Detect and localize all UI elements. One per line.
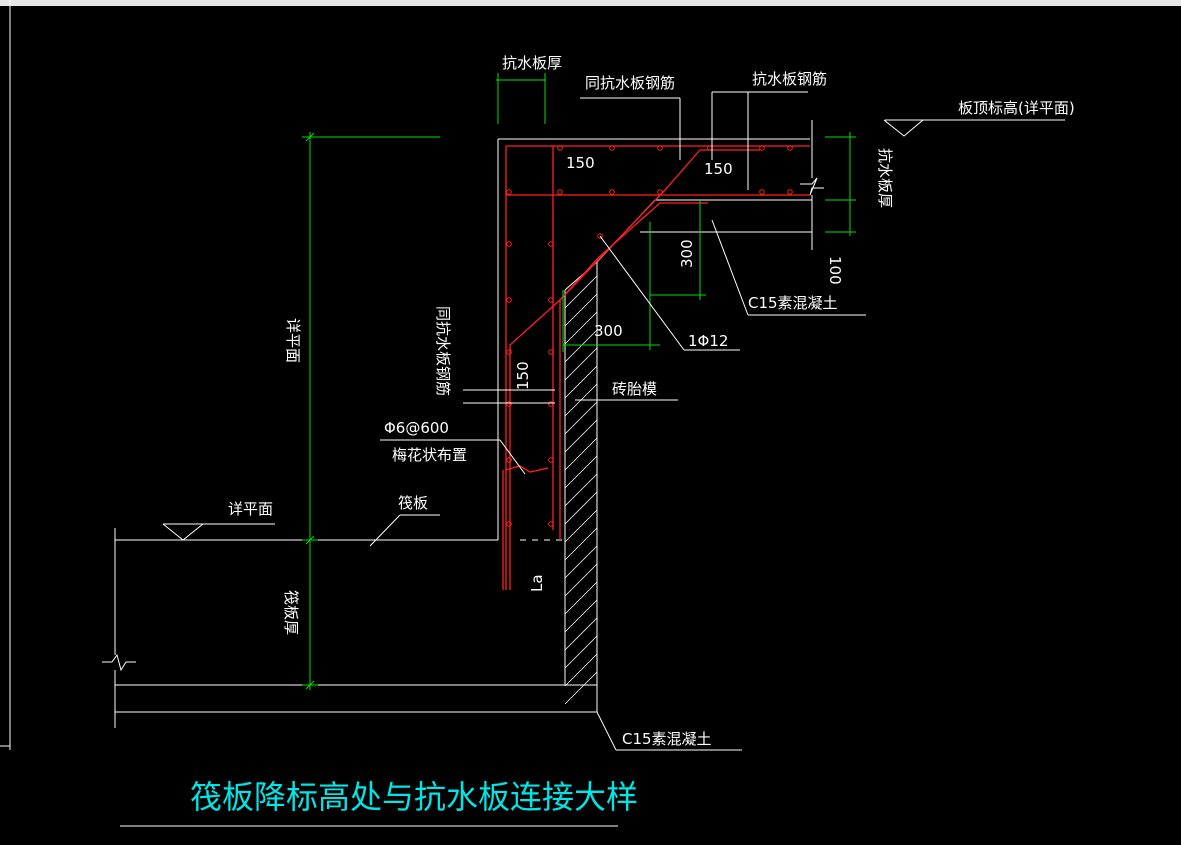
hatch-line	[564, 365, 598, 399]
hatch-line	[564, 635, 598, 669]
raft-label: 筏板	[398, 494, 428, 512]
rebar-dot	[506, 297, 512, 303]
hatch-line	[564, 491, 598, 525]
dim-150-a-label: 150	[566, 154, 595, 172]
rebar-dot	[548, 241, 554, 247]
slab-top-elevation-label: 板顶标高(详平面)	[958, 99, 1075, 117]
hatch-line	[564, 311, 598, 345]
rebar-dot	[548, 457, 554, 463]
drawing-title: 筏板降标高处与抗水板连接大样	[190, 778, 638, 816]
hatch-line	[564, 509, 598, 543]
concrete-outline	[102, 120, 824, 728]
hatch-line	[564, 401, 598, 435]
kangshui-rebar-label: 抗水板钢筋	[752, 70, 827, 88]
rebar-dot	[609, 189, 615, 195]
rebar-dot	[609, 145, 615, 151]
rebar-1phi12-label: 1Φ12	[688, 332, 728, 350]
rebar-dot	[597, 233, 603, 239]
hatch-line	[564, 293, 598, 327]
detail-plan-left-label: 详平面	[228, 500, 273, 518]
window-top-edge	[0, 0, 1181, 6]
hatch-line	[564, 419, 598, 453]
rebar-lines	[502, 145, 810, 590]
hatch-line	[564, 437, 598, 471]
brick-mold-hatch	[564, 275, 598, 705]
hatch-line	[564, 347, 598, 381]
hatch-line	[564, 473, 598, 507]
kangshui-thick-right-label: 抗水板厚	[876, 148, 894, 208]
text-labels: 抗水板厚 同抗水板钢筋 抗水板钢筋 板顶标高(详平面) 抗水板厚 100 150…	[190, 54, 1075, 816]
c15-upper-label: C15素混凝土	[748, 294, 838, 312]
rebar-dot	[548, 401, 554, 407]
anchor-la-label: La	[528, 574, 546, 592]
rebar-dot	[657, 145, 663, 151]
same-rebar-left-label: 同抗水板钢筋	[434, 306, 452, 396]
leader-lines	[0, 0, 1065, 827]
raft-thickness-label: 筏板厚	[282, 590, 300, 635]
hatch-line	[564, 545, 598, 579]
hatch-line	[564, 599, 598, 633]
hatch-line	[564, 617, 598, 651]
rebar-dot	[506, 189, 512, 195]
rebar-dot	[506, 241, 512, 247]
dim-100-label: 100	[826, 256, 844, 285]
dim-150-c-label: 150	[514, 361, 532, 390]
rebar-dot	[548, 297, 554, 303]
rebar-dot	[557, 145, 563, 151]
dim-300-horizontal-label: 300	[594, 322, 623, 340]
dimension-lines	[302, 73, 856, 690]
rebar-dot	[506, 457, 512, 463]
rebar-dot	[548, 521, 554, 527]
dim-150-b-label: 150	[704, 160, 733, 178]
hatch-line	[564, 275, 598, 309]
rebar-dot	[759, 145, 765, 151]
rebar-dot	[548, 349, 554, 355]
rebar-dot	[506, 521, 512, 527]
tie-layout-label: 梅花状布置	[392, 446, 467, 464]
hatch-line	[564, 527, 598, 561]
detail-plan-vertical-label: 详平面	[284, 318, 302, 363]
rebar-dot	[506, 349, 512, 355]
hatch-line	[564, 671, 598, 705]
rebar-dot	[506, 401, 512, 407]
hatch-line	[564, 455, 598, 489]
same-rebar-top-label: 同抗水板钢筋	[585, 74, 675, 92]
brick-mold-label: 砖胎模	[612, 380, 657, 398]
rebar-dot	[787, 145, 793, 151]
rebar-dot	[759, 189, 765, 195]
rebar-dot	[787, 189, 793, 195]
kangshui-thick-top-label: 抗水板厚	[502, 54, 562, 72]
hatch-line	[564, 563, 598, 597]
hatch-line	[564, 653, 598, 687]
rebar-dot	[557, 189, 563, 195]
dim-300-vertical-label: 300	[678, 239, 696, 268]
rebar-dots	[506, 145, 793, 527]
hatch-line	[564, 581, 598, 615]
c15-lower-label: C15素混凝土	[622, 730, 712, 748]
hatch-line	[564, 329, 598, 363]
rebar-dot	[657, 189, 663, 195]
tie-bar-label: Φ6@600	[384, 419, 449, 437]
